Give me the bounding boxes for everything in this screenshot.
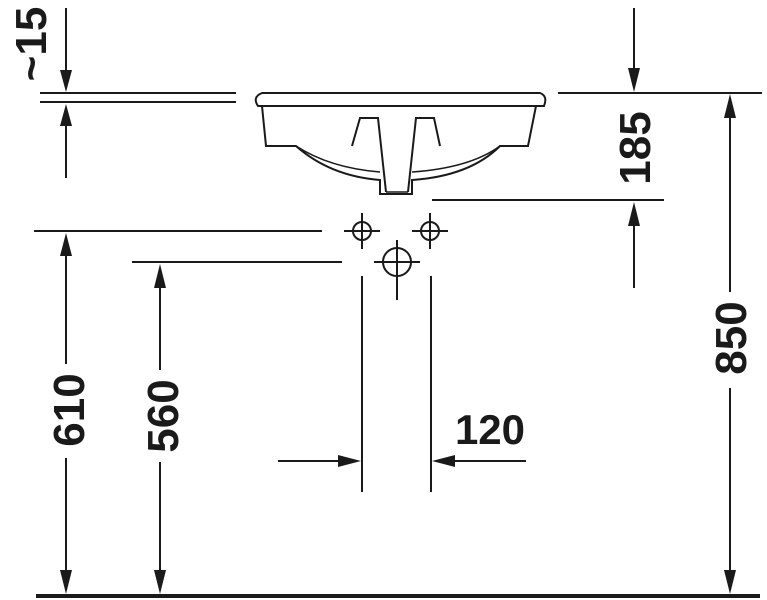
supply-valve-right [412,213,448,249]
dim-rim-thickness [60,8,72,178]
dim-total-height-label: 850 [707,301,756,374]
supply-valve-left [344,213,380,249]
dim-waste-pipe-width [278,455,526,467]
dim-waste-height [154,264,166,594]
waste-outlet [374,240,420,300]
basin [254,92,547,195]
dim-basin-depth [628,8,640,288]
dim-waste-height-label: 560 [139,379,188,452]
dim-total-height [724,94,736,594]
dim-basin-depth-label: 185 [611,111,660,184]
dim-waste-pipe-width-label: 120 [455,406,525,453]
dim-supply-height [60,233,72,594]
dim-rim-thickness-label: ~15 [7,7,56,82]
dim-supply-height-label: 610 [45,373,94,446]
